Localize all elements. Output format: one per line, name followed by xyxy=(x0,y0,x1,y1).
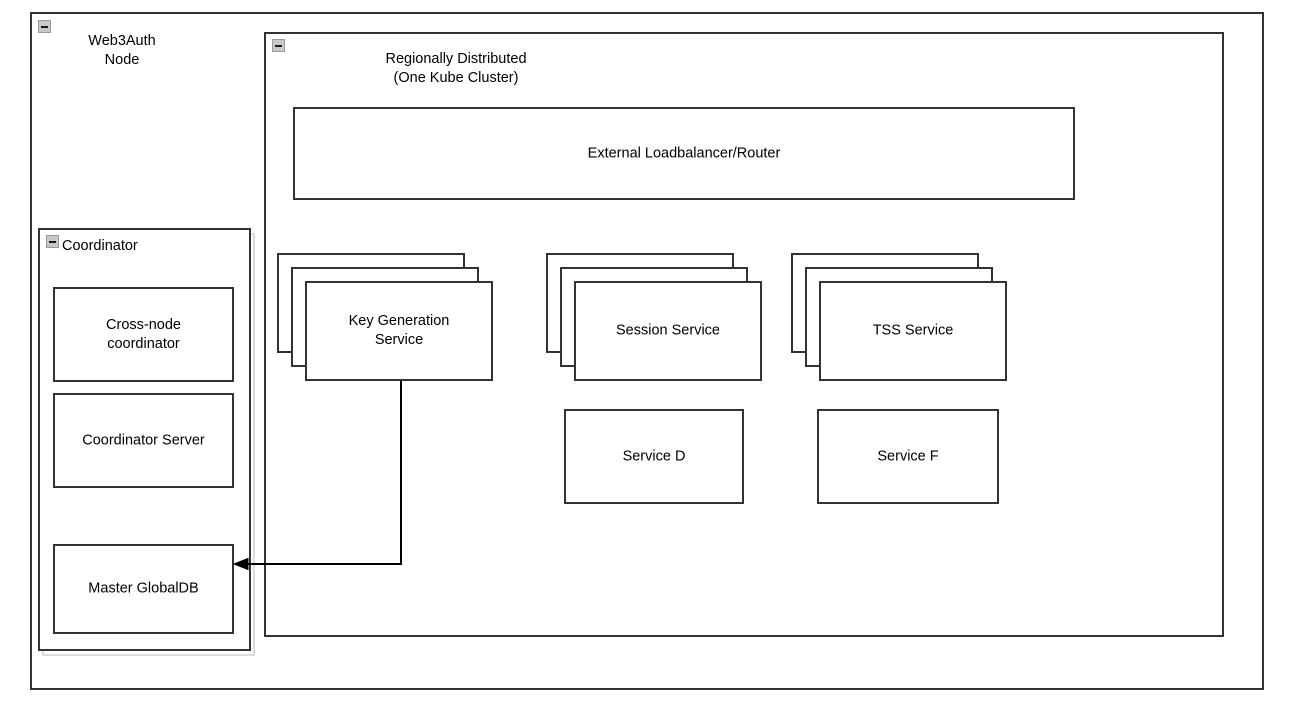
service-d-box[interactable]: Service D xyxy=(564,409,744,504)
web3auth-node-collapse-icon[interactable] xyxy=(38,20,51,33)
cross-node-coordinator-box[interactable]: Cross-node coordinator xyxy=(53,287,234,382)
tss-service-layer-front[interactable]: TSS Service xyxy=(819,281,1007,381)
master-globaldb-label: Master GlobalDB xyxy=(88,580,199,597)
service-f-box[interactable]: Service F xyxy=(817,409,999,504)
coordinator-server-box[interactable]: Coordinator Server xyxy=(53,393,234,488)
coordinator-collapse-icon[interactable] xyxy=(46,235,59,248)
session-service-stack[interactable]: Session Service xyxy=(546,253,762,381)
key-generation-service-label: Key Generation Service xyxy=(348,313,450,348)
cross-node-coordinator-label: Cross-node coordinator xyxy=(106,316,181,352)
master-globaldb-box[interactable]: Master GlobalDB xyxy=(53,544,234,634)
session-service-label: Session Service xyxy=(616,322,720,339)
external-loadbalancer-box[interactable]: External Loadbalancer/Router xyxy=(293,107,1075,200)
kube-cluster-title: Regionally Distributed (One Kube Cluster… xyxy=(385,51,527,86)
external-loadbalancer-label: External Loadbalancer/Router xyxy=(587,145,781,161)
service-d-label: Service D xyxy=(622,448,686,464)
kube-cluster-collapse-icon[interactable] xyxy=(272,39,285,52)
key-generation-service-layer-front[interactable]: Key Generation Service xyxy=(305,281,493,381)
coordinator-server-label: Coordinator Server xyxy=(82,432,205,448)
service-f-label: Service F xyxy=(877,448,939,464)
session-service-layer-front[interactable]: Session Service xyxy=(574,281,762,381)
web3auth-node-title: Web3Auth Node xyxy=(88,33,156,68)
key-generation-service-stack[interactable]: Key Generation Service xyxy=(277,253,493,381)
coordinator-title: Coordinator xyxy=(62,238,138,254)
tss-service-stack[interactable]: TSS Service xyxy=(791,253,1007,381)
tss-service-label: TSS Service xyxy=(872,322,954,339)
